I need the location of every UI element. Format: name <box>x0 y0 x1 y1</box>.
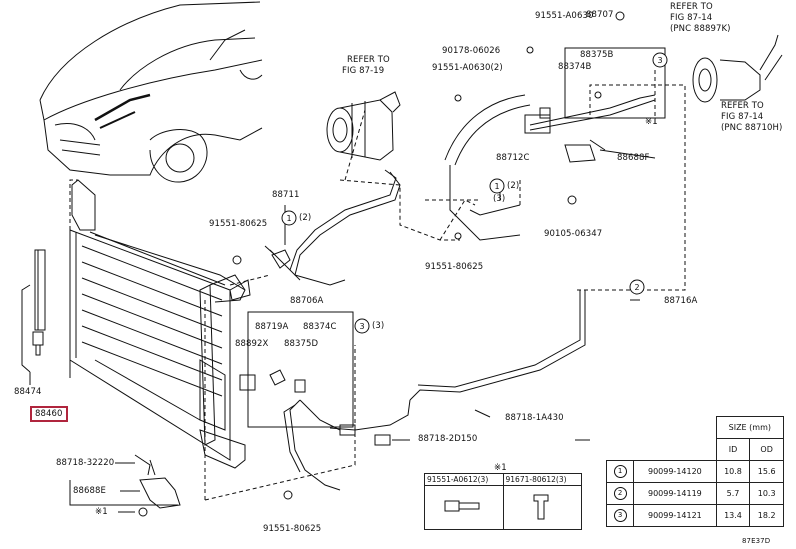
row-part[interactable]: 90099-14120 <box>633 460 717 483</box>
circle-1-88711: 1 <box>281 210 297 226</box>
part-88719A-label[interactable]: 88719A <box>255 322 289 332</box>
hose-size-table: SIZE (mm) ID OD 1 90099-14120 10.8 15.6 … <box>605 416 785 527</box>
row-part[interactable]: 90099-14121 <box>633 504 717 527</box>
table-row: 2 90099-14119 5.7 10.3 <box>605 482 784 505</box>
part-88374C-label[interactable]: 88374C <box>303 322 337 332</box>
clip-bolt-image <box>424 485 504 530</box>
ref-fig-87-14-h-line1[interactable]: REFER TO <box>721 101 764 111</box>
clip-91671-80612[interactable]: 91671-80612(3) <box>502 473 582 486</box>
table-row: 1 90099-14120 10.8 15.6 <box>605 460 784 483</box>
clip-nut-icon <box>533 494 548 519</box>
qty-88712C-b: (3) <box>493 194 506 204</box>
88707-group-box <box>564 47 666 119</box>
part-91551-A0630-2-label[interactable]: 91551-A0630(2) <box>432 63 503 73</box>
svg-text:1: 1 <box>286 214 291 223</box>
bolt-icon <box>444 500 480 511</box>
part-88374B-label[interactable]: 88374B <box>558 62 592 72</box>
fittings-and-bolts <box>229 11 625 500</box>
part-90178-06026-label[interactable]: 90178-06026 <box>442 46 501 56</box>
car-front-illustration <box>39 1 263 183</box>
part-91551-80625-label-right[interactable]: 91551-80625 <box>425 262 484 272</box>
svg-text:1: 1 <box>494 182 499 191</box>
ref-fig-87-14-k-line1[interactable]: REFER TO <box>670 2 713 12</box>
circle-1-88712C: 1 <box>489 178 505 194</box>
lower-bracket-parts <box>69 454 181 517</box>
clip-91551-A0612[interactable]: 91551-A0612(3) <box>424 473 504 486</box>
row-id: 13.4 <box>715 504 751 527</box>
part-88892X-label[interactable]: 88892X <box>235 339 269 349</box>
refrigerant-hoses <box>269 94 656 491</box>
qty-88712C: (2) <box>507 181 520 191</box>
row-od: 18.2 <box>749 504 784 527</box>
ref-fig-87-14-h-line3[interactable]: (PNC 88710H) <box>721 123 783 133</box>
part-90105-06347-label[interactable]: 90105-06347 <box>544 229 603 239</box>
row-od: 10.3 <box>749 482 784 505</box>
part-88718-2D150-label[interactable]: 88718-2D150 <box>418 434 478 444</box>
svg-text:3: 3 <box>359 322 364 331</box>
col-id-header: ID <box>715 438 751 461</box>
note-star-1-right: ※1 <box>645 117 658 127</box>
svg-text:2: 2 <box>634 283 639 292</box>
part-88688E-label[interactable]: 88688E <box>73 486 107 496</box>
row-number: 3 <box>613 509 627 522</box>
row-od: 15.6 <box>749 460 784 483</box>
part-88706A-label[interactable]: 88706A <box>290 296 324 306</box>
part-91551-A0630-label[interactable]: 91551-A0630 <box>535 11 594 21</box>
leader-lines <box>69 70 686 501</box>
part-88712C-label[interactable]: 88712C <box>496 153 530 163</box>
circle-3-88706A: 3 <box>354 318 370 334</box>
side-seal-88474 <box>21 249 46 373</box>
row-number: 2 <box>613 487 627 500</box>
part-88688F-label[interactable]: 88688F <box>617 153 650 163</box>
part-91551-80625-label-left[interactable]: 91551-80625 <box>209 219 268 229</box>
ref-fig-87-19-line2[interactable]: FIG 87-19 <box>342 66 385 76</box>
row-part[interactable]: 90099-14119 <box>633 482 717 505</box>
part-91551-80625-label-bottom[interactable]: 91551-80625 <box>263 524 322 534</box>
row-number: 1 <box>613 465 627 478</box>
ref-fig-87-14-h-line2[interactable]: FIG 87-14 <box>721 112 764 122</box>
88706A-group-box <box>247 311 354 428</box>
col-od-header: OD <box>749 438 784 461</box>
table-row: 3 90099-14121 13.4 18.2 <box>605 504 784 527</box>
part-88718-32220-label[interactable]: 88718-32220 <box>56 458 115 468</box>
part-88460-label[interactable]: 88460 <box>30 406 68 422</box>
part-88716A-label[interactable]: 88716A <box>664 296 698 306</box>
clips-table: 91551-A0612(3) 91671-80612(3) <box>424 473 582 530</box>
ref-fig-87-14-k-line3[interactable]: (PNC 88897K) <box>670 24 731 34</box>
svg-text:3: 3 <box>657 56 662 65</box>
condenser-assembly <box>69 179 246 469</box>
compressor <box>326 91 401 161</box>
row-id: 5.7 <box>715 482 751 505</box>
pulley-assembly <box>692 34 783 103</box>
part-88711-label[interactable]: 88711 <box>272 190 300 200</box>
qty-88711: (2) <box>299 213 312 223</box>
ref-fig-87-19-line1[interactable]: REFER TO <box>347 55 390 65</box>
qty-88706A: (3) <box>372 321 385 331</box>
row-id: 10.8 <box>715 460 751 483</box>
size-header: SIZE (mm) <box>715 416 785 439</box>
ref-fig-87-14-k-line2[interactable]: FIG 87-14 <box>670 13 713 23</box>
clips-note: ※1 <box>494 463 507 473</box>
part-88718-1A430-label[interactable]: 88718-1A430 <box>505 413 564 423</box>
diagram-code: 87E37D <box>742 537 771 545</box>
part-leaders <box>29 149 656 513</box>
part-88375D-label[interactable]: 88375D <box>284 339 319 349</box>
part-88375B-label[interactable]: 88375B <box>580 50 614 60</box>
note-star-1-left: ※1 <box>95 507 108 517</box>
clip-nut-image <box>502 485 582 530</box>
circle-3-88707: 3 <box>652 52 668 68</box>
circle-2-88716A: 2 <box>629 279 645 295</box>
part-88474-label[interactable]: 88474 <box>14 387 42 397</box>
part-88707-label[interactable]: 88707 <box>586 10 614 20</box>
